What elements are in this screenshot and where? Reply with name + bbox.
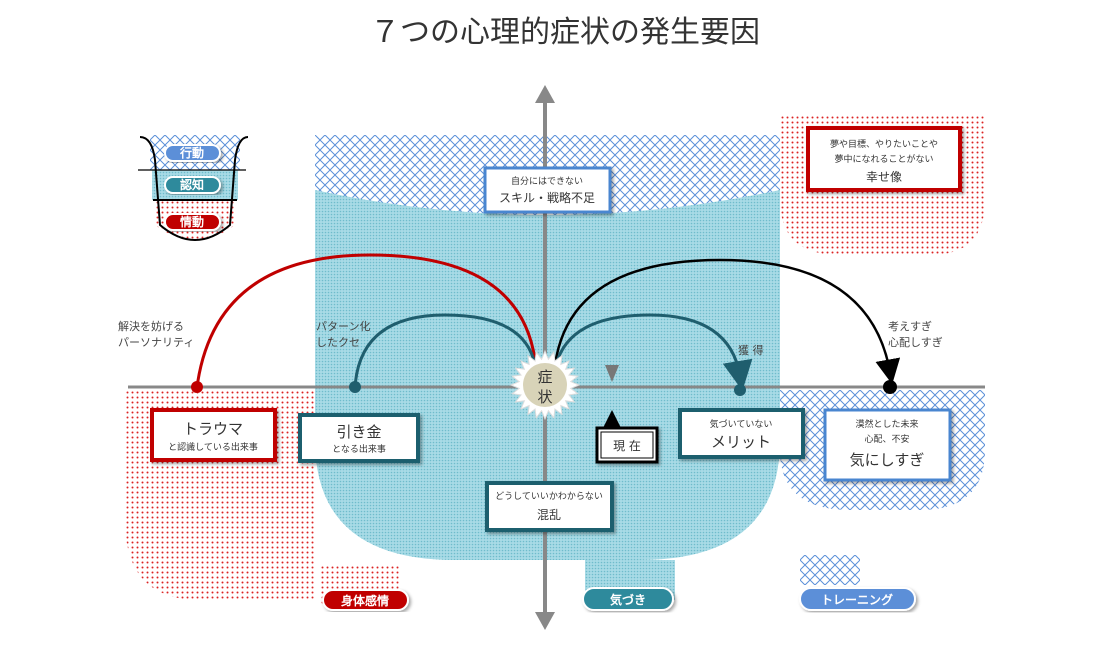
trauma-main: トラウマ — [183, 420, 243, 438]
happiness-sub1: 夢や目標、やりたいことや — [830, 138, 938, 150]
trigger-box — [298, 413, 420, 463]
trauma-arc — [195, 253, 537, 388]
present-box — [595, 426, 659, 464]
legend-cognition: 認知 — [180, 177, 204, 192]
confusion-main: 混乱 — [537, 508, 561, 522]
body-emotion-label: 身体感情 — [341, 593, 389, 608]
trigger-point — [349, 381, 361, 393]
worry-sub1: 漠然とした未来 — [855, 418, 918, 430]
present-label: 現 在 — [613, 439, 641, 453]
trauma-box — [150, 408, 277, 462]
page-title: ７つの心理的症状の発生要因 — [370, 15, 760, 50]
label-overthink-2: 心配しすぎ — [888, 335, 943, 349]
symptom-starburst: 症 状 — [509, 349, 581, 421]
confusion-sub: どうしていいかわからない — [495, 491, 603, 502]
symptom-line2: 状 — [537, 388, 552, 406]
label-pattern-1: パターン化 — [316, 319, 370, 333]
present-pointer-icon — [603, 410, 621, 428]
gain-arc — [553, 313, 753, 391]
body-emotion-pill — [322, 589, 409, 611]
overthink-arc — [553, 258, 901, 385]
skill-box — [483, 166, 612, 214]
trauma-point — [191, 381, 203, 393]
happiness-sub2: 夢中になれることがない — [834, 153, 933, 165]
label-personality-1: 解決を妨げる — [118, 319, 184, 333]
present-marker-icon — [605, 365, 619, 382]
arrow-up-icon — [535, 85, 555, 103]
merit-main: メリット — [711, 433, 771, 451]
legend-emotion: 情動 — [180, 214, 204, 229]
confusion-box — [485, 481, 614, 532]
worry-point — [883, 380, 897, 394]
merit-point — [734, 384, 746, 396]
merit-box — [678, 408, 805, 459]
training-pill — [799, 587, 916, 611]
arrow-down-icon — [535, 612, 555, 630]
label-pattern-2: したクセ — [316, 336, 360, 349]
trauma-sub: と認識している出来事 — [168, 441, 258, 453]
training-label: トレーニング — [821, 592, 893, 607]
legend-behavior: 行動 — [179, 145, 204, 160]
happiness-box — [806, 126, 962, 192]
label-overthink-1: 考えすぎ — [888, 319, 932, 333]
trigger-main: 引き金 — [336, 423, 381, 441]
worry-box — [823, 408, 952, 482]
trigger-sub: となる出来事 — [332, 443, 386, 455]
worry-main: 気にしすぎ — [850, 451, 925, 469]
label-gain: 獲 得 — [738, 344, 764, 357]
awareness-label: 気づき — [610, 592, 646, 607]
skill-main: スキル・戦略不足 — [499, 190, 595, 205]
skill-sub: 自分にはできない — [511, 175, 583, 187]
training-hatch — [800, 555, 860, 585]
awareness-pill — [582, 587, 674, 611]
merit-sub: 気づいていない — [710, 418, 773, 430]
trigger-arc — [353, 313, 537, 388]
happiness-main: 幸せ像 — [866, 170, 902, 184]
symptom-line1: 症 — [537, 368, 552, 386]
legend-cup: 行動 認知 情動 — [138, 135, 249, 241]
label-personality-2: パーソナリティ — [118, 336, 194, 349]
worry-sub2: 心配、不安 — [864, 433, 909, 445]
